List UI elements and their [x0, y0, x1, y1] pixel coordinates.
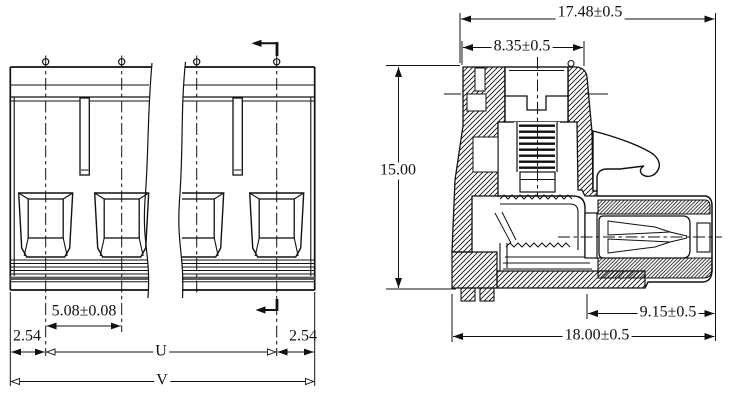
sleeve-bottom-hatched — [597, 257, 713, 279]
dim-margin-right: 2.54 — [289, 327, 317, 345]
mounting-feet — [460, 287, 495, 302]
section-cut-arrow-top — [251, 39, 279, 56]
screw — [504, 66, 569, 193]
dim-socket-depth: 9.15±0.5 — [637, 303, 699, 322]
dim-top-width: 17.48±0.5 — [555, 3, 625, 22]
foot-wedge-hatched — [451, 251, 498, 289]
corner-pin-circle — [567, 59, 575, 68]
serration-mid — [505, 242, 571, 248]
clamp-base-plates — [503, 256, 592, 270]
section-cut-arrow-bottom — [255, 299, 279, 314]
clamp-strap-outer — [497, 195, 586, 257]
wire-clamp — [494, 194, 592, 271]
extension-lines-front — [9, 292, 316, 386]
front-view — [9, 39, 316, 386]
dim-span-u: U — [153, 342, 169, 361]
break-lines — [143, 61, 187, 299]
right-wall-hatched — [567, 66, 598, 197]
contact-pin — [584, 212, 598, 259]
partition-slot — [79, 97, 90, 176]
dim-overall-v: V — [154, 371, 170, 390]
dim-screw-head-width: 8.35±0.5 — [491, 37, 553, 56]
sleeve-top-hatched — [597, 199, 711, 215]
section-centerlines — [537, 57, 722, 238]
sleeve-outline — [597, 195, 713, 272]
screw-top-circles — [42, 58, 281, 66]
contact-spring — [584, 212, 711, 259]
dim-pitch: 5.08±0.08 — [51, 302, 117, 320]
dim-overall-depth: 18.00±0.5 — [562, 326, 632, 345]
dim-margin-left: 2.54 — [13, 327, 41, 345]
latch-hook — [592, 130, 661, 192]
dim-height: 15.00 — [378, 161, 418, 180]
left-wall-notches — [466, 67, 499, 173]
clamp-strap-inner — [500, 203, 579, 250]
serration-top — [499, 194, 573, 200]
extension-lines-section — [386, 13, 716, 342]
screw-cross-recess — [505, 95, 568, 111]
section-view — [386, 13, 722, 342]
partition-slot — [232, 97, 243, 176]
wire-guide-slants — [494, 211, 517, 244]
sleeve-bottom-edge — [644, 269, 713, 289]
